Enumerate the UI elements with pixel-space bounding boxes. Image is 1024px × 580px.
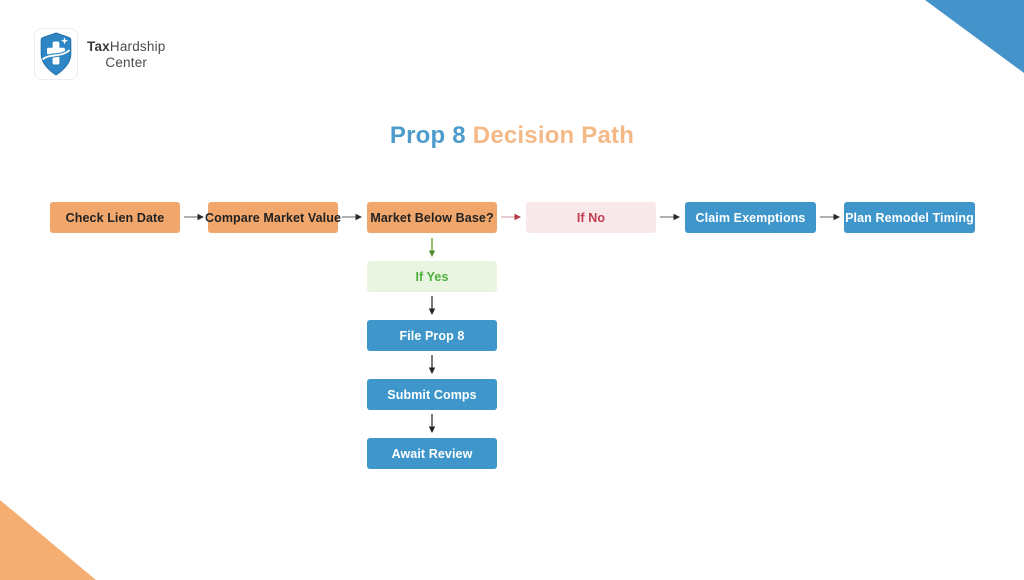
brand-line1: TaxHardship [87, 39, 166, 55]
arrow-right-icon [660, 213, 680, 221]
corner-triangle-bottom-left [0, 500, 96, 580]
arrow-down-icon [428, 414, 436, 433]
arrow-right-icon [184, 213, 204, 221]
title-part-orange: Decision Path [472, 122, 635, 149]
arrow-down-icon [428, 355, 436, 374]
arrow-down-yes-icon [428, 238, 436, 257]
title-part-blue: Prop 8 [389, 122, 466, 149]
arrow-right-icon [820, 213, 840, 221]
flow-node-file-prop-8: File Prop 8 [367, 320, 497, 351]
brand-name: TaxHardship Center [87, 39, 166, 71]
shield-cross-icon [40, 32, 72, 76]
arrow-right-icon [342, 213, 362, 221]
flow-node-check-lien-date: Check Lien Date [50, 202, 180, 233]
flow-node-if-yes: If Yes [367, 261, 497, 292]
logo-card [34, 28, 78, 80]
brand-part1: Tax [87, 39, 110, 54]
brand-logo: TaxHardship Center [34, 28, 166, 80]
arrow-down-icon [428, 296, 436, 315]
corner-triangle-top-right [925, 0, 1024, 73]
flow-node-market-below-base: Market Below Base? [367, 202, 497, 233]
flow-node-submit-comps: Submit Comps [367, 379, 497, 410]
flow-node-plan-remodel-timing: Plan Remodel Timing [844, 202, 975, 233]
arrow-right-no-icon [501, 213, 521, 221]
flow-node-if-no: If No [526, 202, 656, 233]
flow-node-compare-market-value: Compare Market Value [205, 202, 341, 233]
brand-part2: Hardship [109, 39, 166, 54]
brand-line2: Center [105, 55, 148, 70]
flow-node-await-review: Await Review [367, 438, 497, 469]
flow-node-claim-exemptions: Claim Exemptions [685, 202, 816, 233]
